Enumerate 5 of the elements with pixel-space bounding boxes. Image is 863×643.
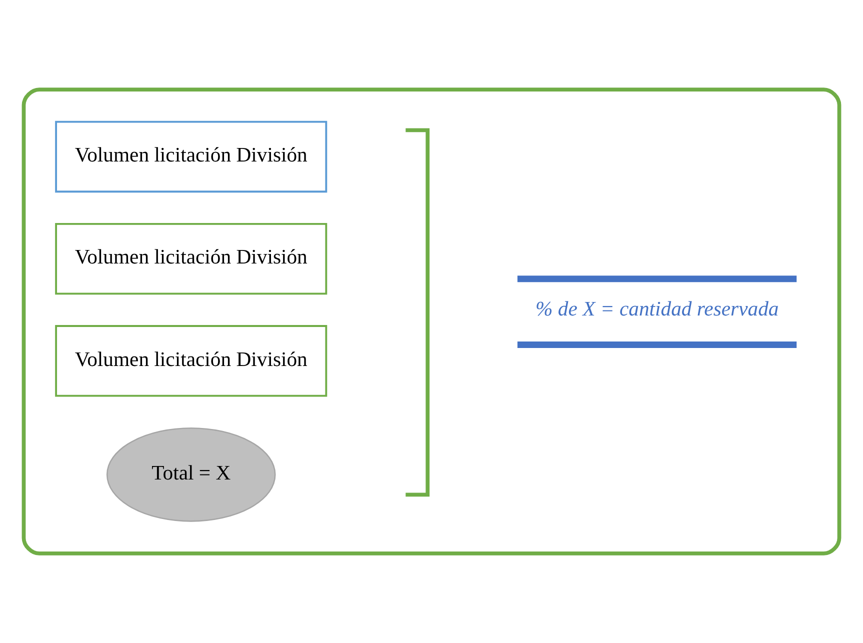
node-ellipse: Total = X: [106, 427, 276, 522]
node-box: Volumen licitación División: [55, 120, 328, 193]
node-box: Volumen licitación División: [55, 222, 328, 295]
node-box: Volumen licitación División: [55, 325, 328, 397]
cluster: [22, 88, 842, 556]
